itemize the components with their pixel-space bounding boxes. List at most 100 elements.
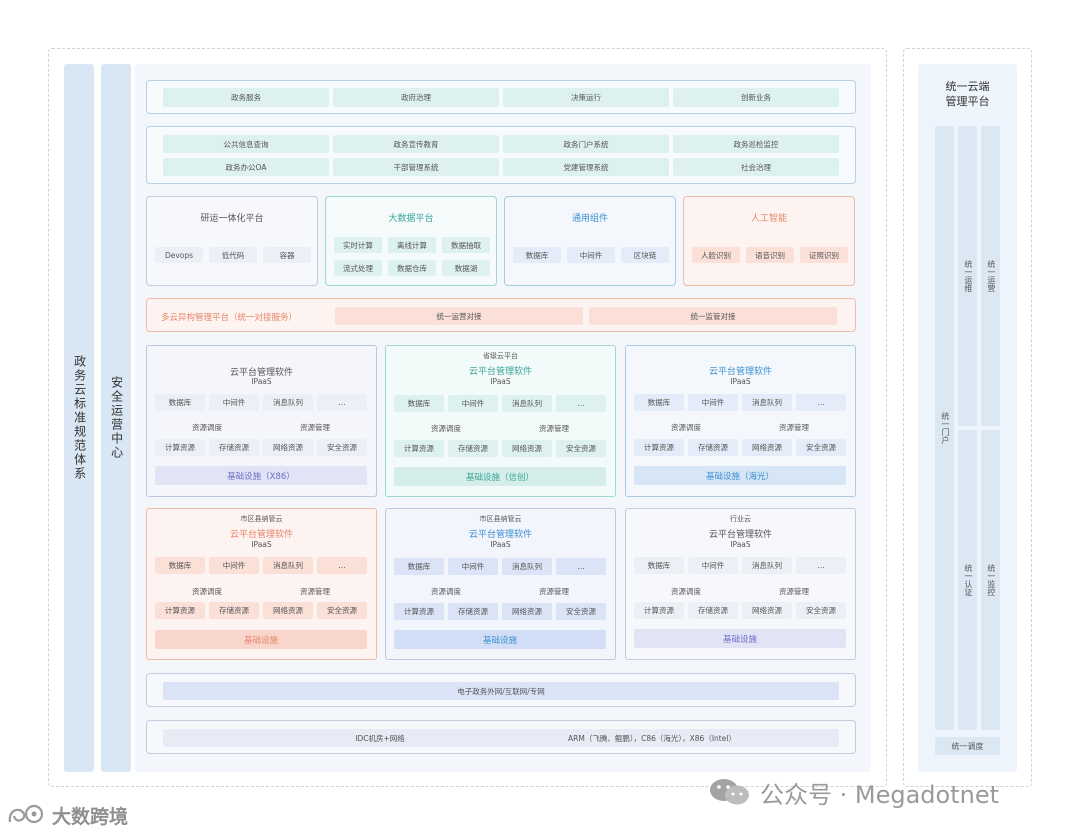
cloud-infra: 基础设施（信创）: [394, 467, 606, 486]
mgmt-label: 资源管理: [779, 587, 809, 596]
devops-platform: 研运一体化平台 Devops 低代码 容器: [146, 196, 318, 286]
cloud-ipaas: IPaaS: [490, 377, 511, 386]
business-row: 政务服务 政府治理 决策运行 创新业务: [146, 80, 856, 114]
paas-item: 中间件: [688, 394, 738, 411]
cloud-infra: 基础设施: [634, 629, 846, 648]
res-item: 安全资源: [556, 440, 606, 457]
cloud-infra: 基础设施（海光）: [634, 466, 846, 485]
multicloud-title: 多云异构管理平台（统一对接服务）: [161, 313, 298, 323]
res-item: 计算资源: [634, 602, 684, 619]
right-frame: [903, 48, 1032, 787]
res-item: 存储资源: [688, 602, 738, 619]
cloud-sub: 市区县纳管云: [240, 515, 283, 523]
paas-item: 中间件: [448, 395, 498, 412]
app-cell: 政务宣传教育: [333, 135, 499, 153]
bigdata-item: 实时计算: [334, 237, 382, 253]
common-title: 通用组件: [571, 214, 608, 224]
cloud-ipaas: IPaaS: [730, 540, 751, 549]
network-bar: 电子政务外网/互联网/专网: [163, 682, 839, 700]
res-item: 网络资源: [263, 602, 313, 619]
devops-item: 低代码: [209, 247, 257, 263]
brand-logo: 大数跨境: [6, 800, 128, 830]
paas-item: 中间件: [209, 394, 259, 411]
bigdata-item: 数据抽取: [442, 237, 490, 253]
cloud-infra: 基础设施: [394, 630, 606, 649]
cloud-ipaas: IPaaS: [730, 377, 751, 386]
common-platform: 通用组件 数据库 中间件 区块链: [504, 196, 676, 286]
app-cell: 社会治理: [673, 158, 839, 176]
business-cell: 政府治理: [333, 88, 499, 107]
auth-bar: 统一认证: [958, 430, 977, 730]
ai-platform: 人工智能 人脸识别 语音识别 证照识别: [683, 196, 855, 286]
res-item: 安全资源: [796, 602, 846, 619]
ai-item: 人脸识别: [692, 247, 740, 263]
mgmt-label: 资源管理: [779, 423, 809, 432]
cloud-infra: 基础设施: [155, 630, 367, 649]
brand-logo-text: 大数跨境: [52, 805, 129, 828]
app-cell: 政务门户系统: [503, 135, 669, 153]
sched-label: 资源调度: [671, 423, 701, 432]
security-bar: 安全运营中心: [101, 64, 131, 772]
paas-item: 中间件: [448, 558, 498, 575]
cloud-city-2: 市区县纳管云 云平台管理软件 IPaaS 数据库 中间件 消息队列 ... 资源…: [385, 508, 616, 660]
ops-maint-bar: 统一运维: [958, 126, 977, 426]
res-item: 计算资源: [394, 603, 444, 620]
watermark-text: 公众号 · Megadotnet: [760, 780, 1000, 809]
sched-label: 资源调度: [192, 423, 222, 432]
operate-bar: 统一运营: [981, 126, 1000, 426]
bigdata-platform: 大数据平台 实时计算 离线计算 数据抽取 流式处理 数据仓库 数据湖: [325, 196, 497, 286]
res-item: 网络资源: [502, 440, 552, 457]
paas-item: 数据库: [394, 558, 444, 575]
paas-item: 中间件: [209, 557, 259, 574]
monitor-bar: 统一监控: [981, 430, 1000, 730]
app-cell: 政务巡检监控: [673, 135, 839, 153]
schedule-bar: 统一调度: [935, 737, 1000, 755]
paas-item: 数据库: [634, 394, 684, 411]
paas-item: ...: [556, 558, 606, 575]
res-item: 网络资源: [742, 439, 792, 456]
infra-bar: [163, 729, 839, 747]
multicloud-ops: 统一运营对接: [335, 307, 583, 325]
mgmt-label: 资源管理: [539, 424, 569, 433]
right-title-line1: 统一云端: [945, 80, 990, 93]
cloud-ipaas: IPaaS: [251, 377, 272, 386]
mgmt-label: 资源管理: [300, 423, 330, 432]
security-label: 安全运营中心: [109, 376, 124, 460]
network-row: 电子政务外网/互联网/专网: [146, 673, 856, 707]
res-item: 存储资源: [209, 602, 259, 619]
cloud-title: 云平台管理软件: [708, 367, 772, 377]
paas-item: ...: [796, 394, 846, 411]
bigdata-item: 流式处理: [334, 260, 382, 276]
cloud-ipaas: IPaaS: [490, 540, 511, 549]
sched-label: 资源调度: [671, 587, 701, 596]
standards-bar: 政务云标准规范体系: [64, 64, 94, 772]
res-item: 网络资源: [263, 439, 313, 456]
res-item: 存储资源: [209, 439, 259, 456]
paas-item: ...: [556, 395, 606, 412]
res-item: 计算资源: [394, 440, 444, 457]
paas-item: 数据库: [394, 395, 444, 412]
paas-item: 消息队列: [742, 394, 792, 411]
wechat-watermark: 公众号 · Megadotnet: [708, 776, 1000, 809]
paas-item: 消息队列: [502, 395, 552, 412]
cloud-sub: 市区县纳管云: [479, 515, 522, 523]
common-item: 数据库: [513, 247, 561, 263]
sched-label: 资源调度: [431, 424, 461, 433]
bigdata-item: 离线计算: [388, 237, 436, 253]
business-cell: 决策运行: [503, 88, 669, 107]
auth-label: 统一认证: [963, 564, 973, 596]
res-item: 存储资源: [448, 603, 498, 620]
monitor-label: 统一监控: [986, 564, 996, 596]
cloud-title: 云平台管理软件: [468, 530, 532, 540]
app-cell: 党建管理系统: [503, 158, 669, 176]
devops-item: Devops: [155, 247, 203, 263]
cloud-haiguang: 云平台管理软件 IPaaS 数据库 中间件 消息队列 ... 资源调度 资源管理…: [625, 345, 856, 497]
res-item: 安全资源: [796, 439, 846, 456]
paas-item: 数据库: [155, 557, 205, 574]
cloud-title: 云平台管理软件: [468, 367, 532, 377]
app-cell: 政务办公OA: [163, 158, 329, 176]
paas-item: ...: [796, 557, 846, 574]
app-cell: 公共信息查询: [163, 135, 329, 153]
paas-item: 消息队列: [502, 558, 552, 575]
res-item: 安全资源: [556, 603, 606, 620]
